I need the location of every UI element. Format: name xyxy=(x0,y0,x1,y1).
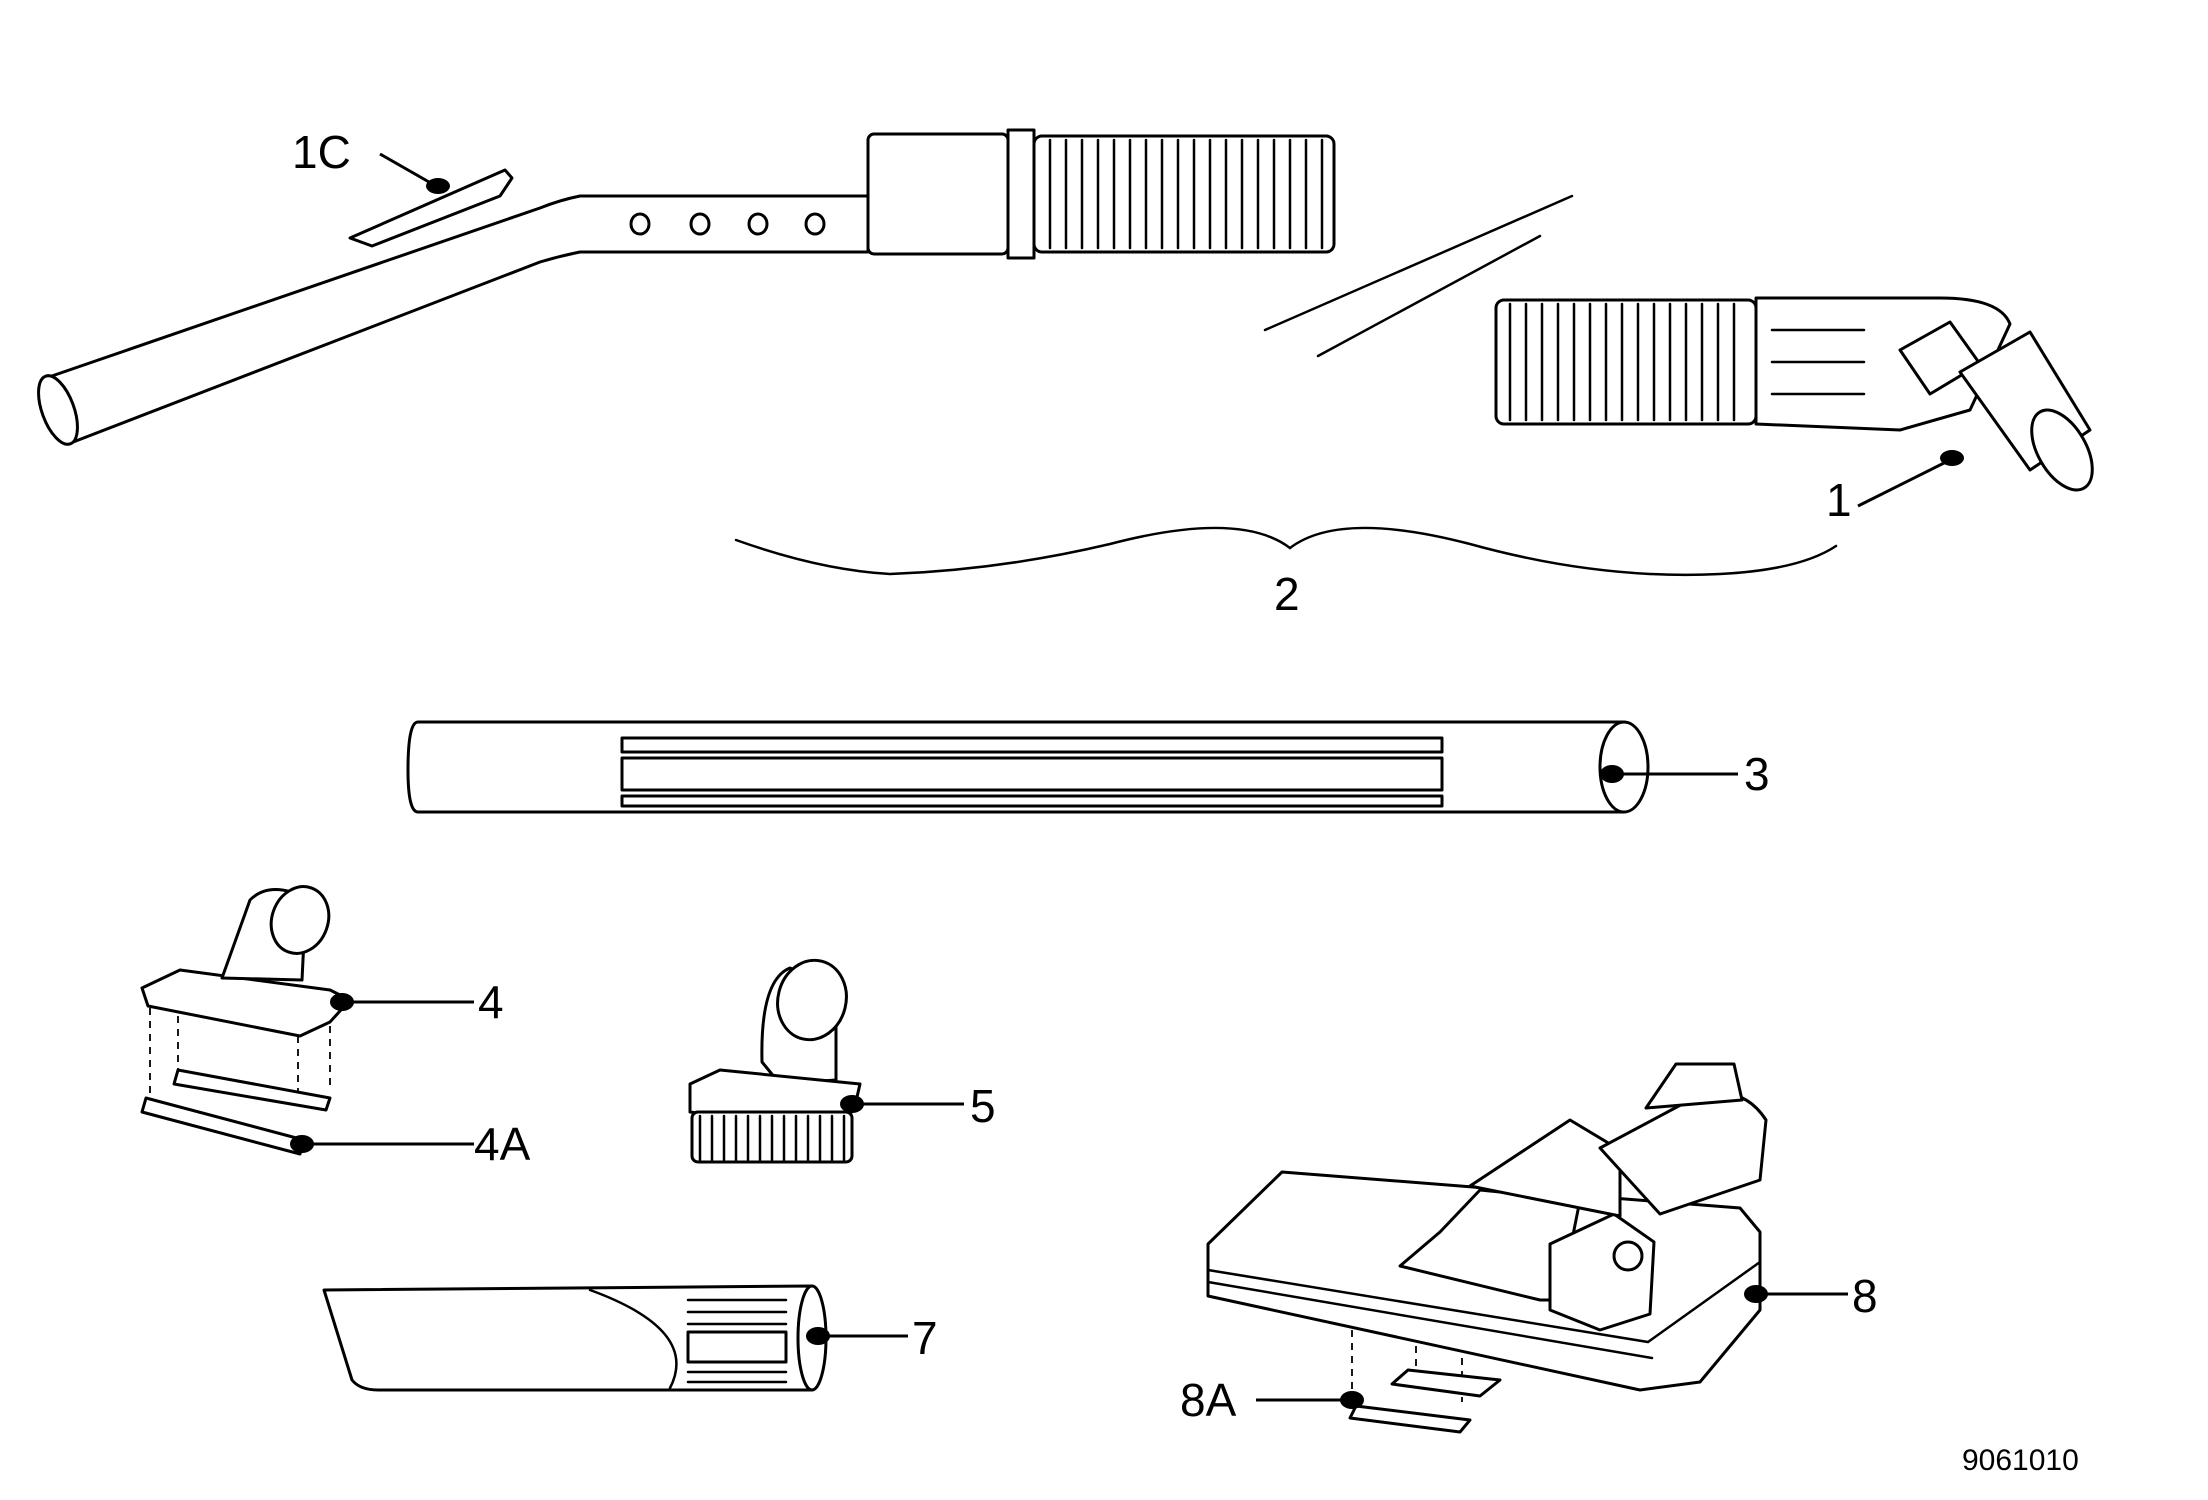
callout-1c: 1C xyxy=(292,126,351,178)
floor-nozzle xyxy=(1206,1062,1768,1392)
callout-4a: 4A xyxy=(474,1118,531,1170)
document-number: 9061010 xyxy=(1962,1444,2079,1477)
callout-2: 2 xyxy=(1274,568,1300,620)
leader-lines xyxy=(290,152,1964,1409)
callout-5: 5 xyxy=(970,1080,996,1132)
hose-grip xyxy=(1494,296,2094,492)
ribbed-hose-end-left xyxy=(1032,134,1336,254)
callout-8a: 8A xyxy=(1180,1374,1237,1426)
dusting-brush xyxy=(688,958,862,1164)
upholstery-nozzle xyxy=(140,885,352,1112)
callout-1: 1 xyxy=(1826,474,1852,526)
callout-4: 4 xyxy=(478,976,504,1028)
crevice-tool xyxy=(322,1284,828,1392)
callout-7: 7 xyxy=(912,1312,938,1364)
callout-8: 8 xyxy=(1852,1270,1878,1322)
extension-tube xyxy=(406,720,1650,814)
hose-assembly-brace xyxy=(734,526,1838,577)
curved-handle-wand xyxy=(37,128,1336,446)
upholstery-nozzle-insert xyxy=(140,1096,306,1156)
ribbed-hose-end-right xyxy=(1494,298,1758,426)
callout-3: 3 xyxy=(1744,748,1770,800)
floor-nozzle-insert xyxy=(1348,1330,1502,1434)
hose-break-symbol xyxy=(1263,194,1574,358)
